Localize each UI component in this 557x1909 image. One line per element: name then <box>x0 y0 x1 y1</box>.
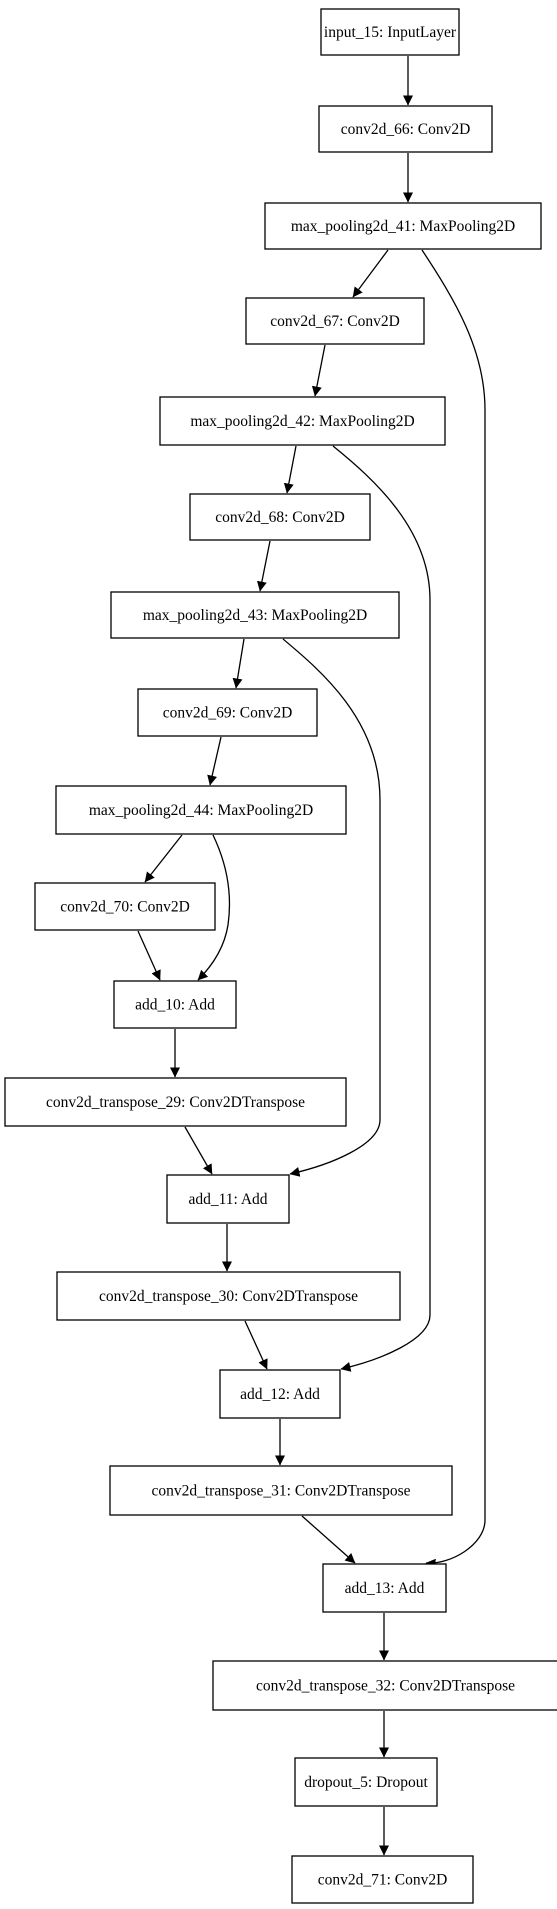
edge-conv2d_67-to-max_pooling2d_42 <box>311 344 326 397</box>
node-label: conv2d_68: Conv2D <box>215 509 345 526</box>
node-box <box>55 785 347 835</box>
node-box <box>322 1563 447 1613</box>
node-label: conv2d_69: Conv2D <box>163 705 293 722</box>
node-box <box>219 1369 341 1419</box>
node-box <box>245 297 425 345</box>
node-box <box>189 493 371 541</box>
node-box <box>291 1855 474 1904</box>
node-box <box>212 1660 557 1711</box>
node-label: conv2d_transpose_30: Conv2DTranspose <box>99 1288 358 1305</box>
node-conv2d-66: conv2d_66: Conv2D <box>318 105 493 153</box>
edge-conv2d_transpose_30-to-add_12 <box>244 1320 268 1370</box>
node-label: conv2d_67: Conv2D <box>270 313 400 330</box>
node-conv2d-transpose-32: conv2d_transpose_32: Conv2DTranspose <box>212 1660 557 1711</box>
edges <box>137 56 486 1856</box>
node-max-pooling2d-43: max_pooling2d_43: MaxPooling2D <box>110 591 400 639</box>
node-max-pooling2d-41: max_pooling2d_41: MaxPooling2D <box>264 202 542 250</box>
node-box <box>113 980 237 1029</box>
node-label: conv2d_66: Conv2D <box>341 121 471 138</box>
node-conv2d-68: conv2d_68: Conv2D <box>189 493 371 541</box>
node-box <box>56 1271 401 1321</box>
node-box <box>320 8 460 56</box>
node-box <box>318 105 493 153</box>
node-conv2d-transpose-30: conv2d_transpose_30: Conv2DTranspose <box>56 1271 401 1321</box>
edge-max_pooling2d_41-to-add_13 <box>421 249 486 1569</box>
node-label: conv2d_transpose_29: Conv2DTranspose <box>46 1094 305 1111</box>
node-box <box>34 882 216 931</box>
edge-max_pooling2d_41-to-conv2d_67 <box>352 249 389 298</box>
edge-conv2d_70-to-add_10 <box>137 930 161 981</box>
node-label: conv2d_70: Conv2D <box>60 899 190 916</box>
node-label: max_pooling2d_42: MaxPooling2D <box>190 413 414 430</box>
node-box <box>159 396 446 446</box>
node-box <box>4 1077 347 1127</box>
node-box <box>137 688 318 737</box>
node-conv2d-transpose-31: conv2d_transpose_31: Conv2DTranspose <box>109 1465 453 1516</box>
node-add-10: add_10: Add <box>113 980 237 1029</box>
node-conv2d-transpose-29: conv2d_transpose_29: Conv2DTranspose <box>4 1077 347 1127</box>
node-max-pooling2d-44: max_pooling2d_44: MaxPooling2D <box>55 785 347 835</box>
node-conv2d-67: conv2d_67: Conv2D <box>245 297 425 345</box>
node-label: max_pooling2d_41: MaxPooling2D <box>291 218 515 235</box>
node-box <box>264 202 542 250</box>
edge-max_pooling2d_42-to-add_12 <box>332 445 431 1372</box>
edge-conv2d_transpose_29-to-add_11 <box>184 1126 213 1175</box>
node-add-12: add_12: Add <box>219 1369 341 1419</box>
node-box <box>110 591 400 639</box>
edge-max_pooling2d_43-to-add_11 <box>282 638 381 1177</box>
node-input-15: input_15: InputLayer <box>320 8 460 56</box>
node-dropout-5: dropout_5: Dropout <box>294 1757 438 1807</box>
node-label: add_12: Add <box>240 1386 320 1403</box>
edge-max_pooling2d_44-to-conv2d_70 <box>144 834 183 883</box>
edge-conv2d_69-to-max_pooling2d_44 <box>207 736 222 786</box>
node-label: input_15: InputLayer <box>324 24 457 41</box>
edge-max_pooling2d_44-to-add_10 <box>197 834 231 981</box>
node-label: conv2d_transpose_31: Conv2DTranspose <box>151 1483 410 1500</box>
node-box <box>294 1757 438 1807</box>
node-label: max_pooling2d_44: MaxPooling2D <box>89 802 313 819</box>
node-label: conv2d_transpose_32: Conv2DTranspose <box>256 1678 515 1695</box>
node-box <box>166 1174 290 1224</box>
node-box <box>109 1465 453 1516</box>
edge-conv2d_transpose_31-to-add_13 <box>301 1515 356 1564</box>
nodes: input_15: InputLayer conv2d_66: Conv2D max… <box>4 8 557 1904</box>
node-conv2d-71: conv2d_71: Conv2D <box>291 1855 474 1904</box>
node-label: add_11: Add <box>188 1191 267 1208</box>
edge-conv2d_68-to-max_pooling2d_43 <box>256 540 271 592</box>
node-add-11: add_11: Add <box>166 1174 290 1224</box>
edge-max_pooling2d_42-to-conv2d_68 <box>283 445 297 494</box>
node-label: dropout_5: Dropout <box>304 1774 428 1791</box>
edge-max_pooling2d_43-to-conv2d_69 <box>232 638 245 689</box>
node-label: add_13: Add <box>345 1580 425 1597</box>
node-max-pooling2d-42: max_pooling2d_42: MaxPooling2D <box>159 396 446 446</box>
node-conv2d-69: conv2d_69: Conv2D <box>137 688 318 737</box>
node-add-13: add_13: Add <box>322 1563 447 1613</box>
node-label: conv2d_71: Conv2D <box>318 1872 448 1889</box>
node-label: add_10: Add <box>135 997 215 1014</box>
node-label: max_pooling2d_43: MaxPooling2D <box>143 607 367 624</box>
node-conv2d-70: conv2d_70: Conv2D <box>34 882 216 931</box>
